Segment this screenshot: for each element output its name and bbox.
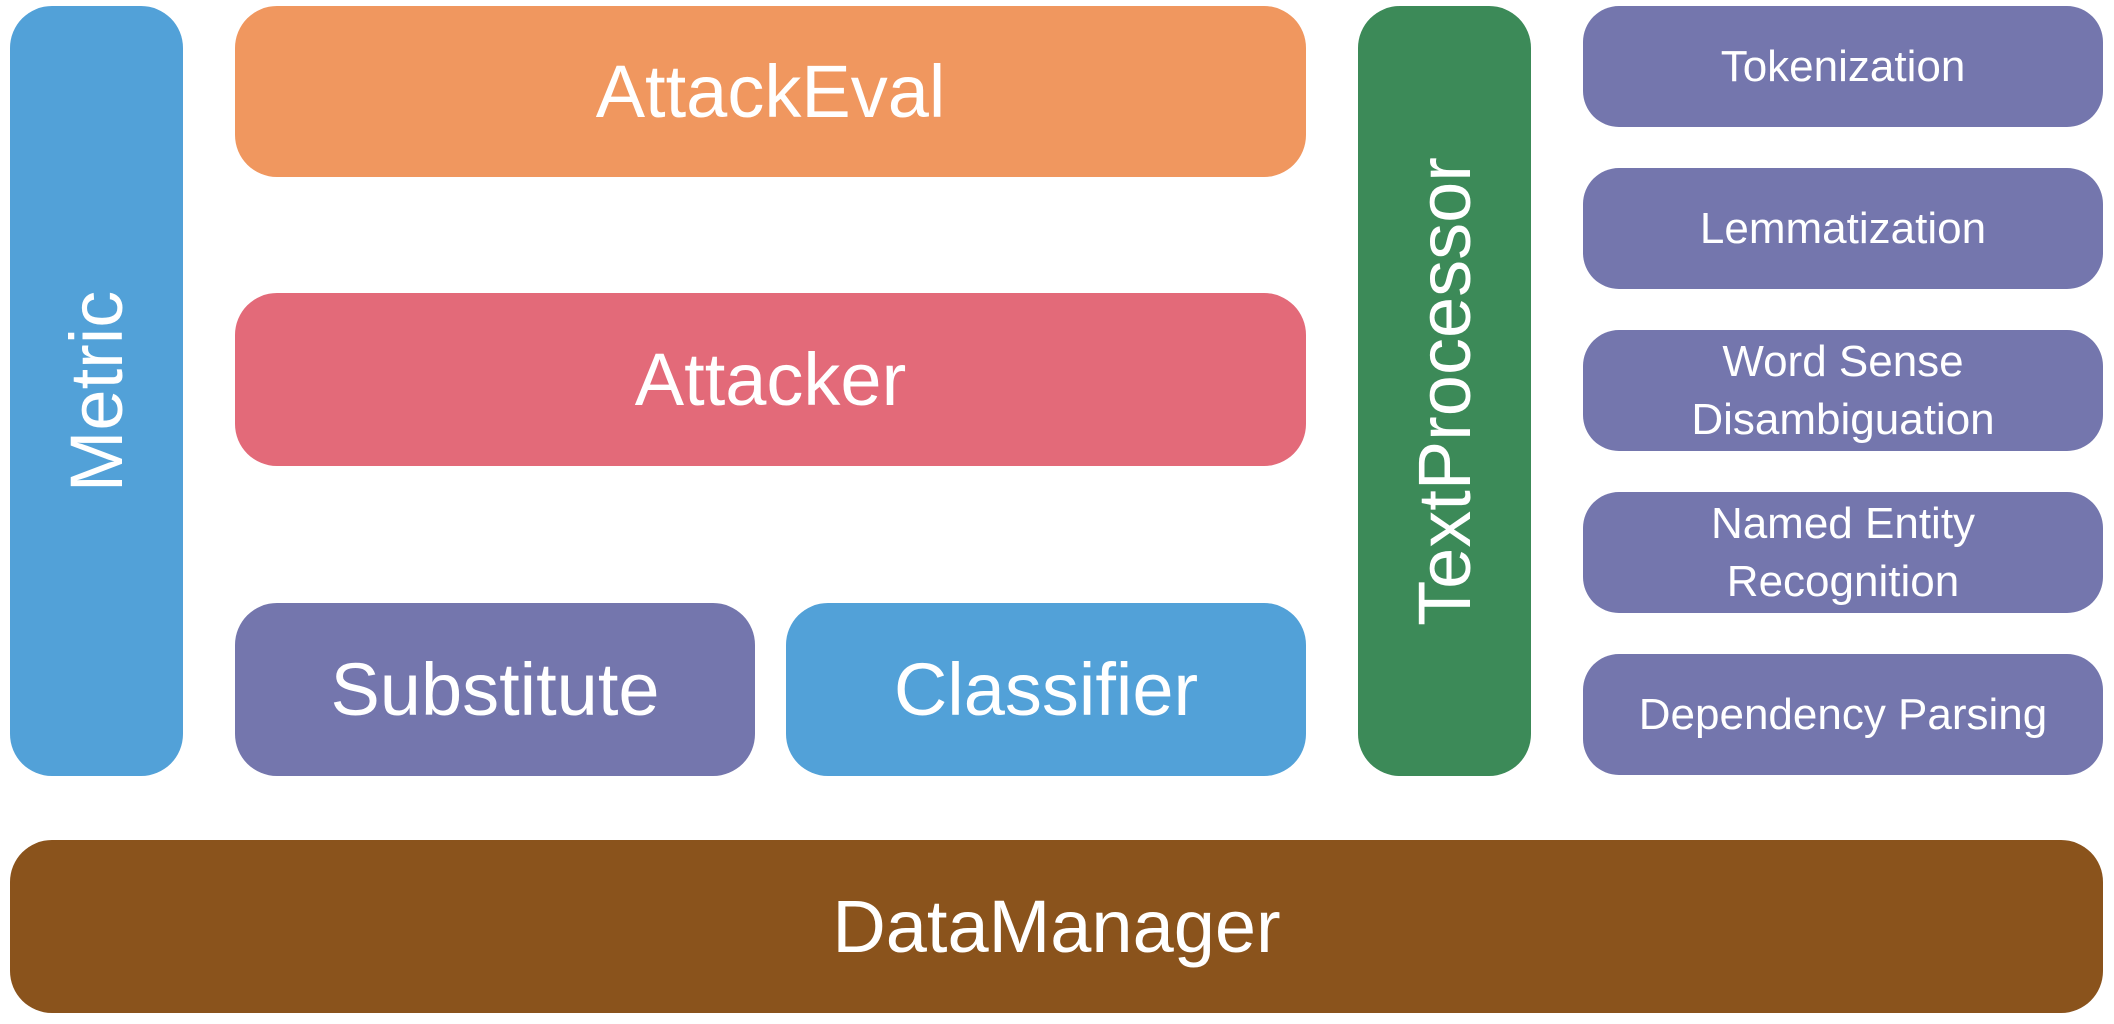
- ner-block: Named Entity Recognition: [1583, 492, 2103, 613]
- lemmatization-label: Lemmatization: [1699, 203, 1987, 253]
- ner-label: Named Entity Recognition: [1710, 499, 1976, 606]
- attackeval-label: AttackEval: [595, 50, 946, 133]
- substitute-block: Substitute: [235, 603, 755, 776]
- metric-block: Metric: [10, 6, 183, 776]
- tokenization-label: Tokenization: [1720, 41, 1966, 91]
- metric-label: Metric: [55, 290, 139, 492]
- textprocessor-label: TextProcessor: [1403, 156, 1487, 626]
- datamanager-block: DataManager: [10, 840, 2103, 1013]
- attacker-label: Attacker: [634, 338, 907, 421]
- classifier-block: Classifier: [786, 603, 1306, 776]
- lemmatization-block: Lemmatization: [1583, 168, 2103, 289]
- tokenization-block: Tokenization: [1583, 6, 2103, 127]
- wsd-label: Word Sense Disambiguation: [1691, 337, 1995, 444]
- attacker-block: Attacker: [235, 293, 1306, 466]
- wsd-block: Word Sense Disambiguation: [1583, 330, 2103, 451]
- classifier-label: Classifier: [893, 648, 1199, 731]
- substitute-label: Substitute: [330, 648, 660, 731]
- dependency-parsing-label: Dependency Parsing: [1638, 689, 2048, 739]
- dependency-parsing-block: Dependency Parsing: [1583, 654, 2103, 775]
- attackeval-block: AttackEval: [235, 6, 1306, 177]
- datamanager-label: DataManager: [832, 885, 1281, 968]
- textprocessor-block: TextProcessor: [1358, 6, 1531, 776]
